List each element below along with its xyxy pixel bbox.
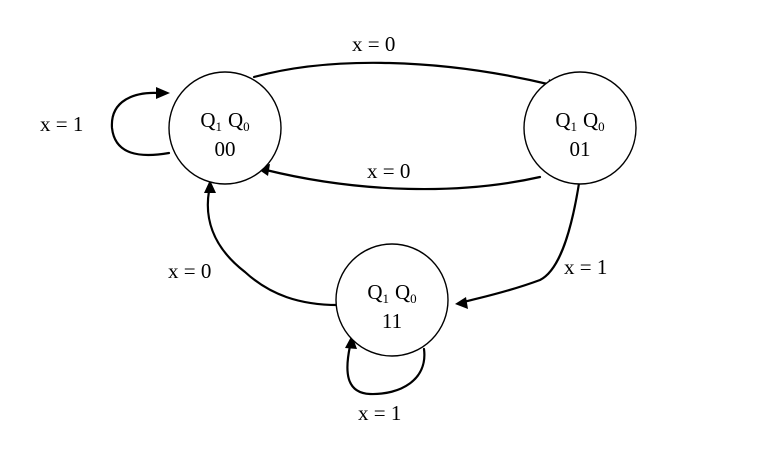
state-00-code: 00 <box>215 137 236 161</box>
edge-11-to-00 <box>206 189 340 307</box>
edge-11-self-loop <box>346 344 426 396</box>
edge-00-self-loop <box>110 91 171 157</box>
edge-01-to-00 <box>264 168 542 191</box>
state-01-code: 01 <box>570 137 591 161</box>
state-11-circle <box>335 243 449 357</box>
label-01-to-11: x = 1 <box>564 255 607 279</box>
label-01-to-00: x = 0 <box>367 159 410 183</box>
label-00-self-loop: x = 1 <box>40 112 83 136</box>
state-01-circle <box>523 71 637 185</box>
arrowhead-00-self-loop <box>156 87 170 99</box>
label-11-self-loop: x = 1 <box>358 401 401 425</box>
edge-00-to-01 <box>252 61 554 87</box>
arrowhead-11-self-loop <box>345 335 357 349</box>
label-11-to-00: x = 0 <box>168 259 211 283</box>
arrowhead-01-to-11 <box>455 297 468 309</box>
label-00-to-01: x = 0 <box>352 32 395 56</box>
state-11-code: 11 <box>382 309 402 333</box>
arrowhead-11-to-00 <box>204 180 216 193</box>
state-00-circle <box>168 71 282 185</box>
edge-01-to-11 <box>462 175 582 304</box>
